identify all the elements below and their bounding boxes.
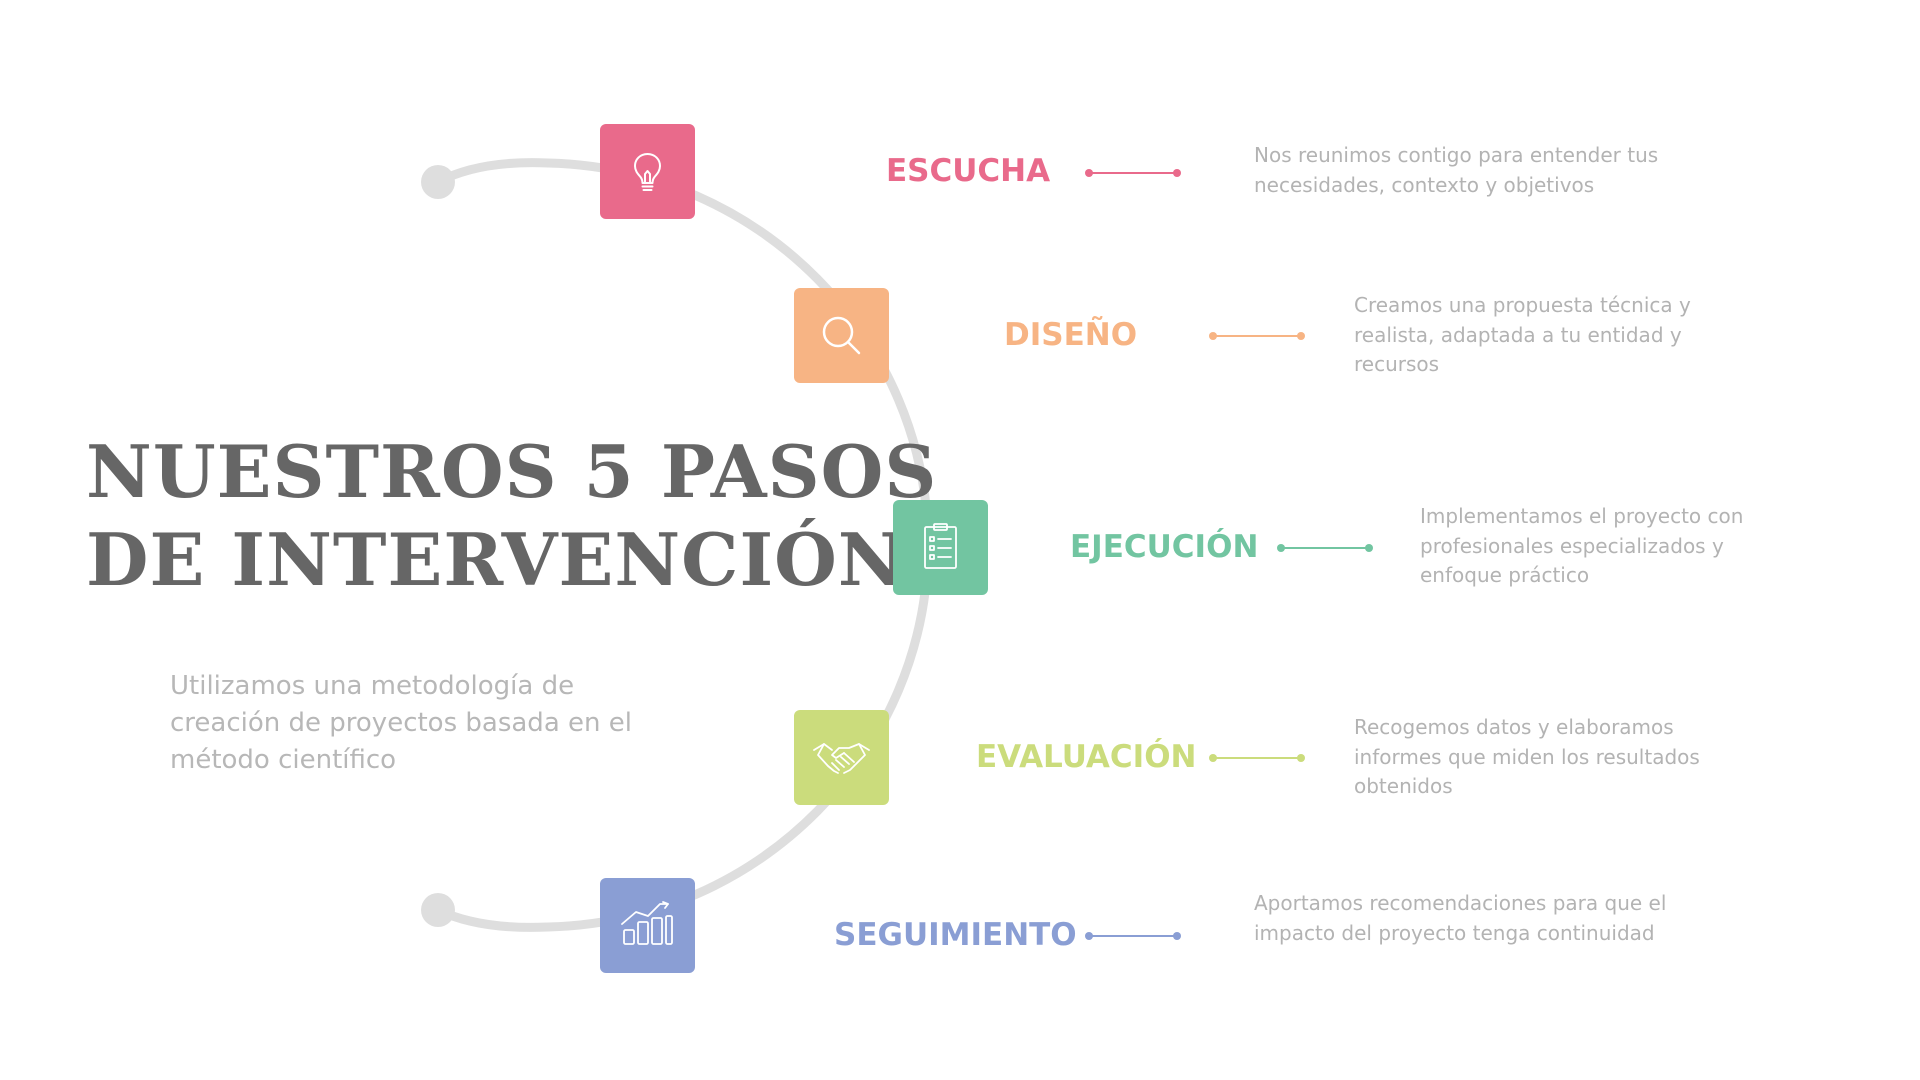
step-escucha-connector: [1085, 167, 1181, 179]
step-evaluacion-description: Recogemos datos y elaboramos informes qu…: [1354, 715, 1700, 798]
step-diseno-description: Creamos una propuesta técnica y realista…: [1354, 293, 1691, 376]
step-evaluacion-connector: [1209, 752, 1305, 764]
step-escucha-icon-box: [600, 124, 695, 219]
title-line-1: NUESTROS 5 PASOS: [86, 429, 938, 514]
step-escucha-label: ESCUCHA: [886, 153, 1051, 189]
step-seguimiento-connector: [1085, 930, 1181, 942]
step-seguimiento-label: SEGUIMIENTO: [834, 917, 1077, 953]
step-seguimiento-description: Aportamos recomendaciones para que el im…: [1254, 891, 1667, 945]
growth-chart-icon: [621, 901, 673, 945]
step-evaluacion-label: EVALUACIÓN: [976, 739, 1197, 775]
handshake-icon: [813, 743, 870, 774]
step-evaluacion-icon-box: [794, 710, 889, 805]
lightbulb-icon: [634, 153, 661, 191]
step-diseno-connector: [1209, 330, 1305, 342]
clipboard-checklist-icon: [924, 523, 957, 569]
step-ejecucion-icon-box: [893, 500, 988, 595]
step-seguimiento-icon-box: [600, 878, 695, 973]
step-ejecucion-description: Implementamos el proyecto con profesiona…: [1420, 504, 1744, 587]
magnifier-icon: [822, 316, 861, 355]
step-escucha-description: Nos reunimos contigo para entender tus n…: [1254, 143, 1659, 197]
arc-end-bottom-dot: [421, 893, 455, 927]
step-diseno-icon-box: [794, 288, 889, 383]
arc-end-top-dot: [421, 165, 455, 199]
step-diseno-label: DISEÑO: [1004, 317, 1138, 353]
step-ejecucion-label: EJECUCIÓN: [1070, 529, 1259, 565]
intro-text: Utilizamos una metodología de creación d…: [170, 671, 632, 775]
title-line-2: DE INTERVENCIÓN: [86, 517, 905, 602]
page-title: NUESTROS 5 PASOS DE INTERVENCIÓN: [86, 428, 937, 604]
step-ejecucion-connector: [1277, 542, 1373, 554]
